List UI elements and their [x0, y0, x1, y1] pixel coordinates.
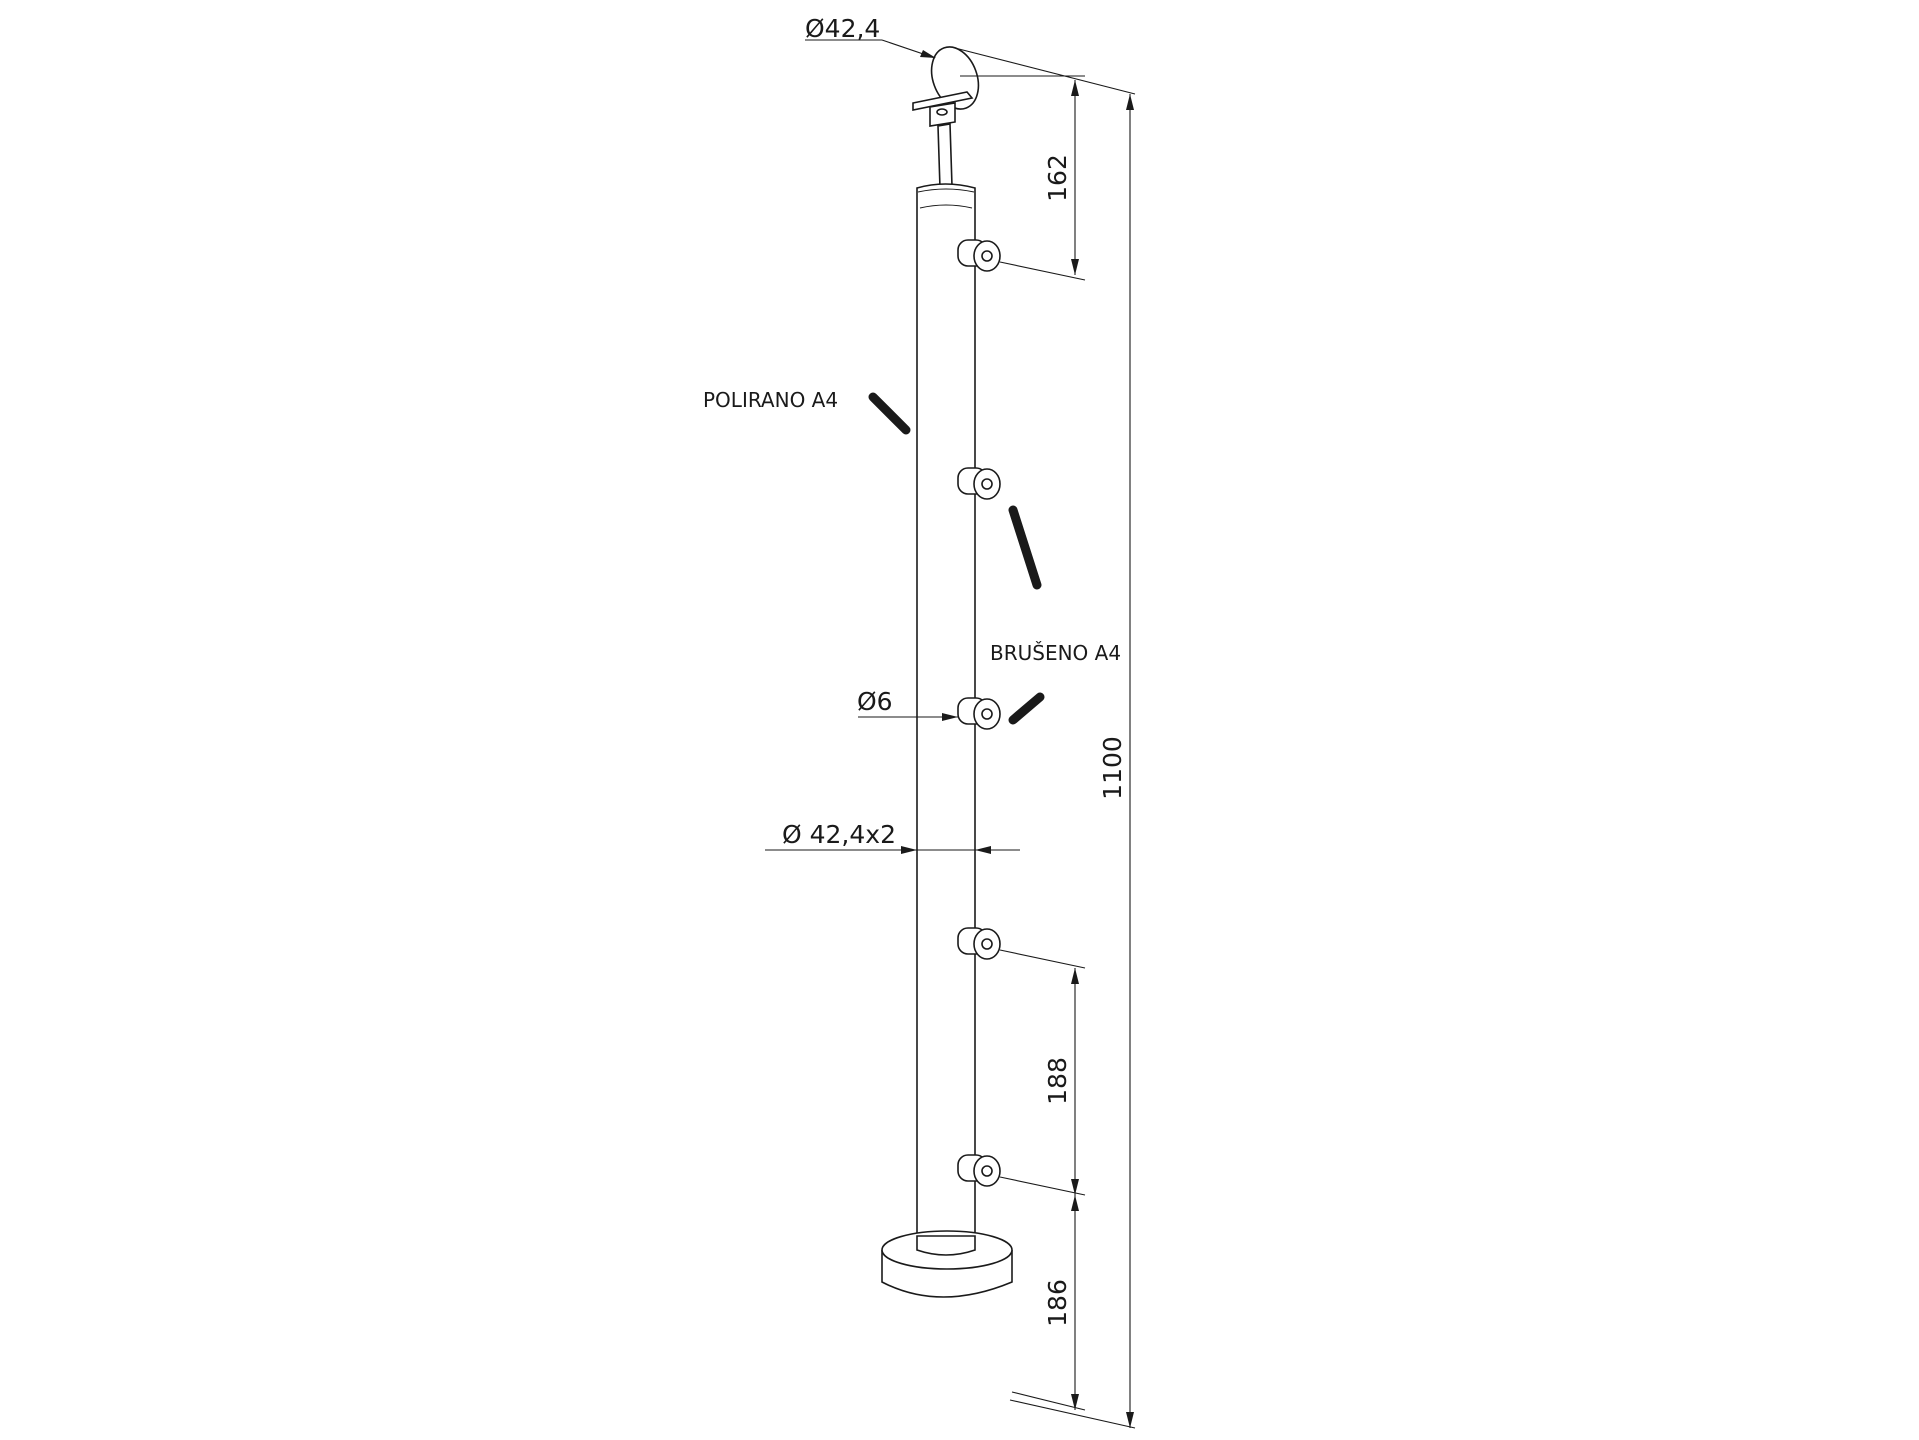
dimension-188	[1071, 968, 1079, 1195]
dimension-162	[1071, 80, 1079, 275]
cable-holder-1	[957, 239, 1001, 272]
cable-holder-4	[957, 927, 1001, 960]
finish-indicators	[868, 392, 1045, 725]
leader-wire-diameter	[858, 713, 958, 721]
dim-label-186: 186	[1043, 1279, 1072, 1327]
label-wire-diameter: Ø6	[857, 687, 893, 716]
dimension-186	[1071, 1195, 1079, 1410]
label-tube-diameter: Ø 42,4x2	[782, 820, 896, 849]
handrail-saddle	[912, 46, 980, 189]
cable-holder-2	[957, 467, 1001, 500]
label-finish-brushed: BRUŠENO A4	[990, 641, 1121, 665]
base-plate	[881, 1230, 1013, 1298]
dim-label-162: 162	[1043, 154, 1072, 202]
leader-tube-diameter	[765, 846, 1020, 854]
leader-top-diameter	[805, 39, 936, 59]
label-finish-polished: POLIRANO A4	[703, 388, 838, 412]
dim-label-188: 188	[1043, 1057, 1072, 1105]
extension-lines	[954, 47, 1136, 1429]
cable-holder-5	[957, 1154, 1001, 1187]
dimension-1100	[1126, 94, 1134, 1428]
label-top-diameter: Ø42,4	[805, 14, 880, 43]
cable-holder-3	[957, 697, 1001, 730]
dim-label-1100: 1100	[1098, 736, 1127, 800]
